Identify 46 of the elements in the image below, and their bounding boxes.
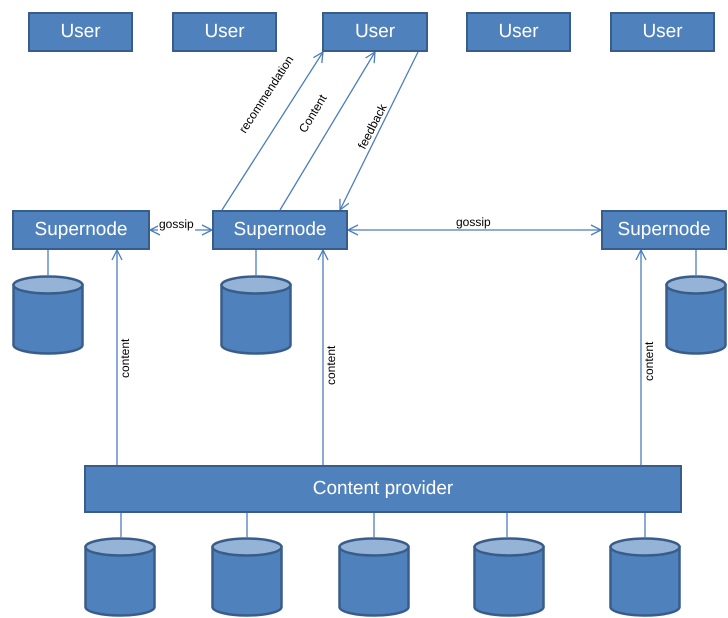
process-box (466, 12, 571, 52)
connector-line (506, 513, 508, 537)
connector-line (246, 513, 248, 537)
connector-line (47, 250, 49, 275)
database-cylinder (609, 537, 681, 617)
node-label: Content provider (312, 478, 454, 500)
node-label: User (60, 21, 101, 43)
arrow (279, 51, 376, 210)
process-box (610, 12, 715, 52)
database-cylinder (12, 275, 84, 355)
node-label: Supernode (618, 219, 710, 241)
arrow (111, 249, 123, 465)
process-box (84, 465, 682, 513)
edge-label: content (118, 338, 132, 378)
database-cylinder (473, 537, 545, 617)
arrow (635, 249, 647, 465)
edge-label: gossip (158, 217, 195, 231)
database-cylinder (665, 275, 727, 355)
database-cylinder (338, 537, 410, 617)
arrow (221, 51, 324, 210)
connector-line (255, 250, 257, 275)
connector-line (695, 250, 697, 275)
edge-label: content (324, 346, 338, 385)
node-label: User (354, 21, 396, 43)
node-label: User (498, 21, 539, 43)
process-box (12, 210, 150, 250)
database-cylinder (211, 537, 283, 617)
process-box (212, 210, 348, 250)
process-box (601, 210, 727, 250)
node-label: User (642, 21, 683, 43)
database-cylinder (220, 275, 292, 355)
arrow (339, 52, 419, 211)
database-cylinder (84, 537, 156, 617)
connector-line (120, 513, 122, 537)
edge-label: content (642, 342, 656, 381)
edge-label: gossip (455, 215, 492, 229)
connector-line (373, 513, 375, 537)
node-label: Supernode (234, 219, 326, 241)
process-box (322, 12, 428, 52)
arrow (317, 249, 329, 465)
arrow (347, 224, 602, 236)
connector-line (644, 513, 646, 537)
process-box (28, 12, 133, 52)
node-label: User (204, 21, 245, 43)
process-box (172, 12, 277, 52)
node-label: Supernode (34, 219, 128, 241)
